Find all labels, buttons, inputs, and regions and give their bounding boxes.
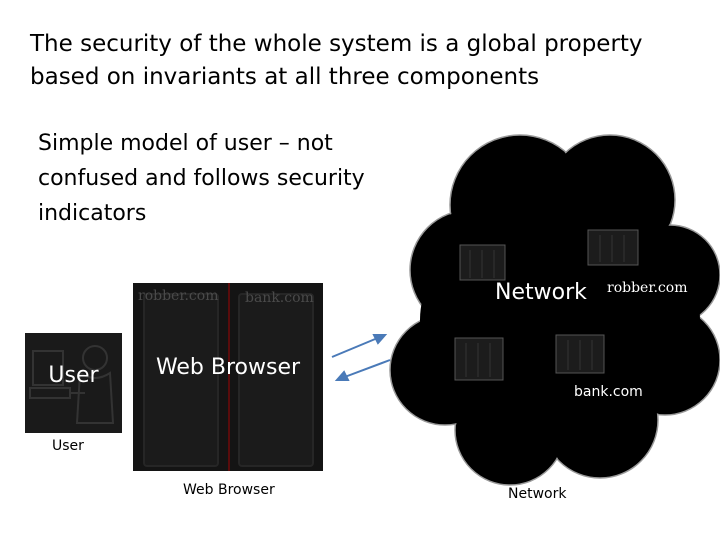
browser-inner-label: Web Browser: [155, 355, 301, 380]
browser-divider: [228, 283, 230, 471]
browser-caption: Web Browser: [183, 482, 275, 498]
user-caption: User: [52, 438, 84, 454]
server-icon: [454, 229, 639, 381]
network-robber-label: robber.com: [607, 280, 688, 296]
browser-tab-bank: bank.com: [245, 290, 314, 306]
browser-window-bank: [238, 293, 314, 467]
browser-window-robber: [143, 293, 219, 467]
slide-title: The security of the whole system is a gl…: [30, 31, 643, 90]
user-panel: [25, 333, 122, 433]
browser-panel: [133, 283, 323, 471]
network-inner-label: Network: [495, 280, 587, 305]
network-bank-label: bank.com: [574, 384, 643, 400]
browser-tab-robber: robber.com: [138, 288, 219, 304]
exchange-arrows: [331, 334, 391, 381]
slide-subtitle: Simple model of user – not confused and …: [38, 131, 365, 226]
user-inner-label: User: [48, 363, 99, 388]
network-caption: Network: [508, 486, 567, 502]
